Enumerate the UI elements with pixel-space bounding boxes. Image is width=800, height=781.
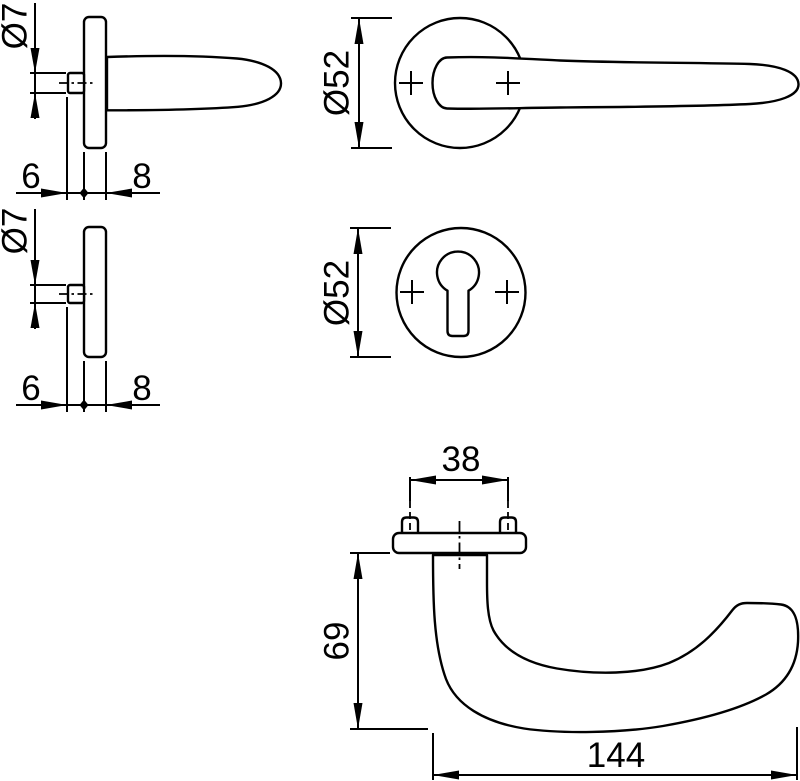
dim-label-length: 144 bbox=[587, 736, 645, 775]
dim-escutcheon-diameter: Ø52 bbox=[318, 227, 391, 358]
screw-mark-right bbox=[496, 71, 520, 95]
dim-spindle-diameter: Ø7 bbox=[0, 208, 66, 329]
arrowhead-up bbox=[30, 93, 40, 118]
screw-lug-left bbox=[400, 516, 420, 533]
dim-label-escutcheon-diameter: Ø52 bbox=[318, 260, 357, 326]
view-lever-side: Ø7 6 8 bbox=[0, 3, 283, 200]
screw-mark-left bbox=[400, 280, 424, 304]
lever-grip-top-outline bbox=[431, 553, 800, 734]
dim-label-projection: 69 bbox=[318, 622, 357, 661]
dim-label-thickness: 8 bbox=[132, 157, 151, 196]
rose-side-outline bbox=[82, 15, 108, 150]
arrowhead-down bbox=[354, 122, 364, 148]
dim-label-thickness: 8 bbox=[132, 369, 151, 408]
arrowhead-left bbox=[106, 188, 132, 198]
rose-side-outline bbox=[82, 225, 108, 359]
dim-label-spindle-diameter: Ø7 bbox=[0, 208, 35, 255]
arrowhead-left bbox=[433, 770, 459, 780]
arrowhead-up bbox=[354, 18, 364, 44]
dim-label-projection: 6 bbox=[21, 157, 40, 196]
view-escutcheon-side: Ø7 6 8 bbox=[0, 208, 160, 412]
view-lever-front: Ø52 bbox=[318, 16, 800, 150]
dim-rose-diameter: Ø52 bbox=[318, 17, 392, 149]
dim-point-marker bbox=[79, 399, 89, 411]
screw-mark-left bbox=[399, 71, 423, 95]
euro-profile-keyhole bbox=[435, 250, 481, 338]
screw-mark-right bbox=[495, 280, 519, 304]
dim-spindle-diameter: Ø7 bbox=[0, 3, 66, 119]
dim-projection-and-thickness: 6 8 bbox=[16, 97, 160, 200]
arrowhead-left bbox=[106, 400, 132, 410]
dim-projection: 69 bbox=[318, 552, 428, 730]
arrowhead-right bbox=[482, 475, 508, 485]
arrowhead-down bbox=[30, 48, 40, 73]
arrowhead-down bbox=[353, 331, 363, 357]
dim-label-rose-diameter: Ø52 bbox=[318, 50, 357, 116]
arrowhead-up bbox=[353, 553, 363, 579]
arrowhead-left bbox=[410, 475, 436, 485]
arrowhead-up bbox=[30, 303, 40, 328]
dim-screw-spacing: 38 bbox=[409, 440, 509, 540]
screw-lug-right bbox=[498, 516, 518, 533]
dim-label-projection: 6 bbox=[21, 369, 40, 408]
arrowhead-right bbox=[771, 770, 797, 780]
dim-label-spindle-diameter: Ø7 bbox=[0, 3, 35, 50]
dim-label-screw-spacing: 38 bbox=[442, 440, 481, 479]
lever-grip-front-outline bbox=[431, 55, 800, 111]
arrowhead-right bbox=[41, 400, 67, 410]
arrowhead-down bbox=[353, 703, 363, 729]
dim-length: 144 bbox=[432, 727, 798, 780]
arrowhead-right bbox=[41, 188, 67, 198]
view-lever-top: 38 69 144 bbox=[318, 440, 800, 780]
view-escutcheon-front: Ø52 bbox=[318, 226, 527, 359]
dim-projection-and-thickness: 6 8 bbox=[16, 307, 160, 412]
arrowhead-up bbox=[353, 228, 363, 254]
arrowhead-down bbox=[30, 260, 40, 285]
lever-grip-side-outline bbox=[105, 54, 283, 112]
dim-point-marker bbox=[79, 187, 89, 199]
